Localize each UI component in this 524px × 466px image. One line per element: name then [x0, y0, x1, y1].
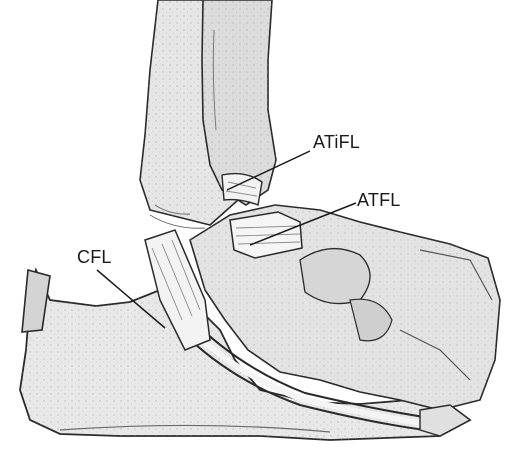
- atfl-label: ATFL: [357, 191, 400, 209]
- atifl-label: ATiFL: [313, 133, 360, 151]
- cfl-label: CFL: [77, 248, 112, 266]
